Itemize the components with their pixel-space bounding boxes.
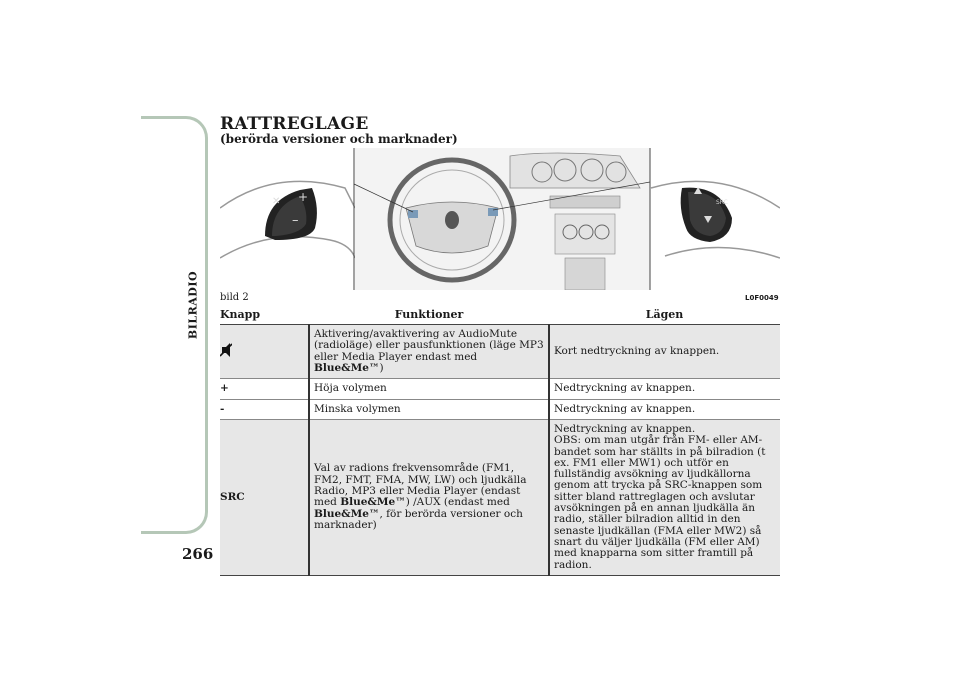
side-border [141,116,208,534]
right-control-inset: SRC [650,148,780,290]
button-cell: SRC [220,419,310,577]
header-button: Knapp [220,306,309,325]
mode-cell: Nedtryckning av knappen. [549,378,780,400]
seek-up-icon [694,187,702,194]
steering-wheel-figure: ✕ + – SRC [220,148,780,290]
mute-icon: ✕ [272,196,280,207]
seek-down-icon [704,216,712,223]
function-cell: Aktivering/avaktivering av AudioMute (ra… [309,324,550,380]
figure-code: L0F0049 [745,294,779,302]
page-title: RATTREGLAGE [220,114,369,134]
section-label: BILRADIO [186,270,200,340]
figure-caption: bild 2 [220,292,249,303]
button-cell: - [220,399,310,420]
header-functions: Funktioner [309,306,549,325]
left-control-inset: ✕ + – [220,148,356,290]
plus-icon: + [298,190,308,204]
mode-cell: Nedtryckning av knappen. [549,399,780,420]
minus-icon: – [292,213,299,228]
page-number: 266 [182,545,214,563]
function-cell: Minska volymen [309,399,550,420]
button-cell [219,324,310,380]
header-modes: Lägen [549,306,780,325]
mode-cell: Kort nedtryckning av knappen. [549,324,780,380]
table-row: SRC Val av radions frekvensområde (FM1, … [220,419,780,577]
mode-cell: Nedtryckning av knappen.OBS: om man utgå… [549,419,780,577]
button-cell: + [220,378,310,400]
table-header-row: Knapp Funktioner Lägen [220,306,780,325]
table-row: + Höja volymen Nedtryckning av knappen. [220,378,780,400]
src-label: SRC [716,199,728,206]
page-subtitle: (berörda versioner och marknader) [220,132,458,146]
controls-table: Knapp Funktioner Lägen Aktivering/avakti… [219,306,780,577]
function-cell: Val av radions frekvensområde (FM1, FM2,… [309,419,550,577]
table-row: - Minska volymen Nedtryckning av knappen… [220,399,780,420]
table-row: Aktivering/avaktivering av AudioMute (ra… [219,324,780,380]
function-cell: Höja volymen [309,378,550,400]
mute-icon [219,342,233,357]
dashboard-illustration [353,148,651,290]
